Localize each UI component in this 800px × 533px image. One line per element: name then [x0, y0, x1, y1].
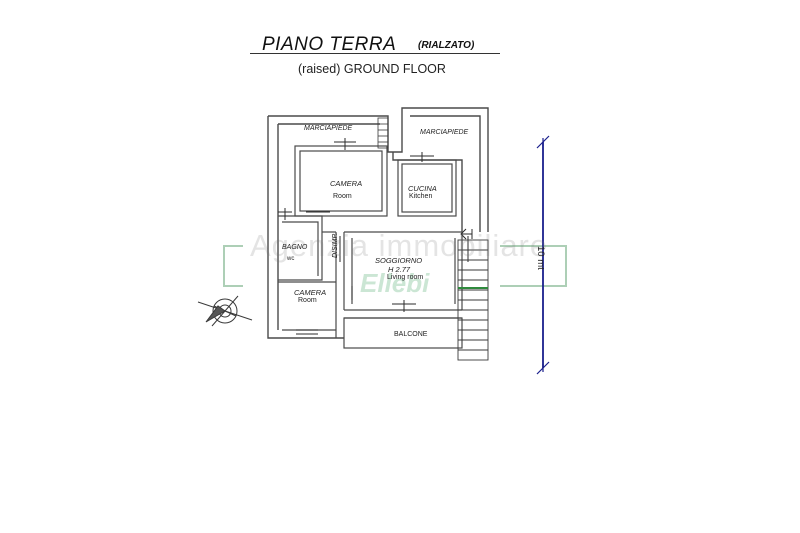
dimension-line [536, 135, 550, 375]
label-marciapiede-right: MARCIAPIEDE [420, 129, 469, 136]
label-camera-bottom: CAMERA [294, 288, 327, 297]
plan-subtitle: (raised) GROUND FLOOR [298, 62, 446, 76]
label-balcone: BALCONE [394, 331, 428, 338]
label-cucina: CUCINA [408, 184, 437, 193]
watermark-frame [223, 245, 567, 287]
entrance-arrow-icon [460, 228, 473, 240]
label-camera-top-en: Room [333, 193, 352, 200]
label-camera-bottom-en: Room [298, 297, 317, 304]
label-bagno-en: wc [287, 256, 295, 262]
watermark-agency: Agenzia immobiliare [250, 228, 549, 263]
label-soggiorno-height: H 2.77 [388, 265, 411, 274]
dimension-label: 10 mt [535, 246, 546, 270]
staircase [457, 239, 489, 361]
label-cucina-en: Kitchen [409, 193, 433, 200]
label-soggiorno-en: Living room [387, 274, 424, 281]
label-marciapiede-left: MARCIAPIEDE [304, 125, 353, 132]
compass-rose-icon [197, 295, 253, 327]
watermark-brand: Ellebi [360, 268, 430, 298]
plan-title: PIANO TERRA [262, 34, 397, 55]
label-soggiorno: SOGGIORNO [375, 256, 423, 265]
label-camera-top: CAMERA [330, 179, 363, 188]
top-steps [377, 117, 389, 149]
label-bagno: BAGNO [282, 244, 308, 251]
outer-walls [267, 107, 489, 339]
window-marks [278, 138, 469, 335]
label-disimp: DISIMP. [332, 232, 339, 258]
title-underline [250, 53, 500, 54]
plan-title-qualifier: (RIALZATO) [418, 40, 475, 51]
